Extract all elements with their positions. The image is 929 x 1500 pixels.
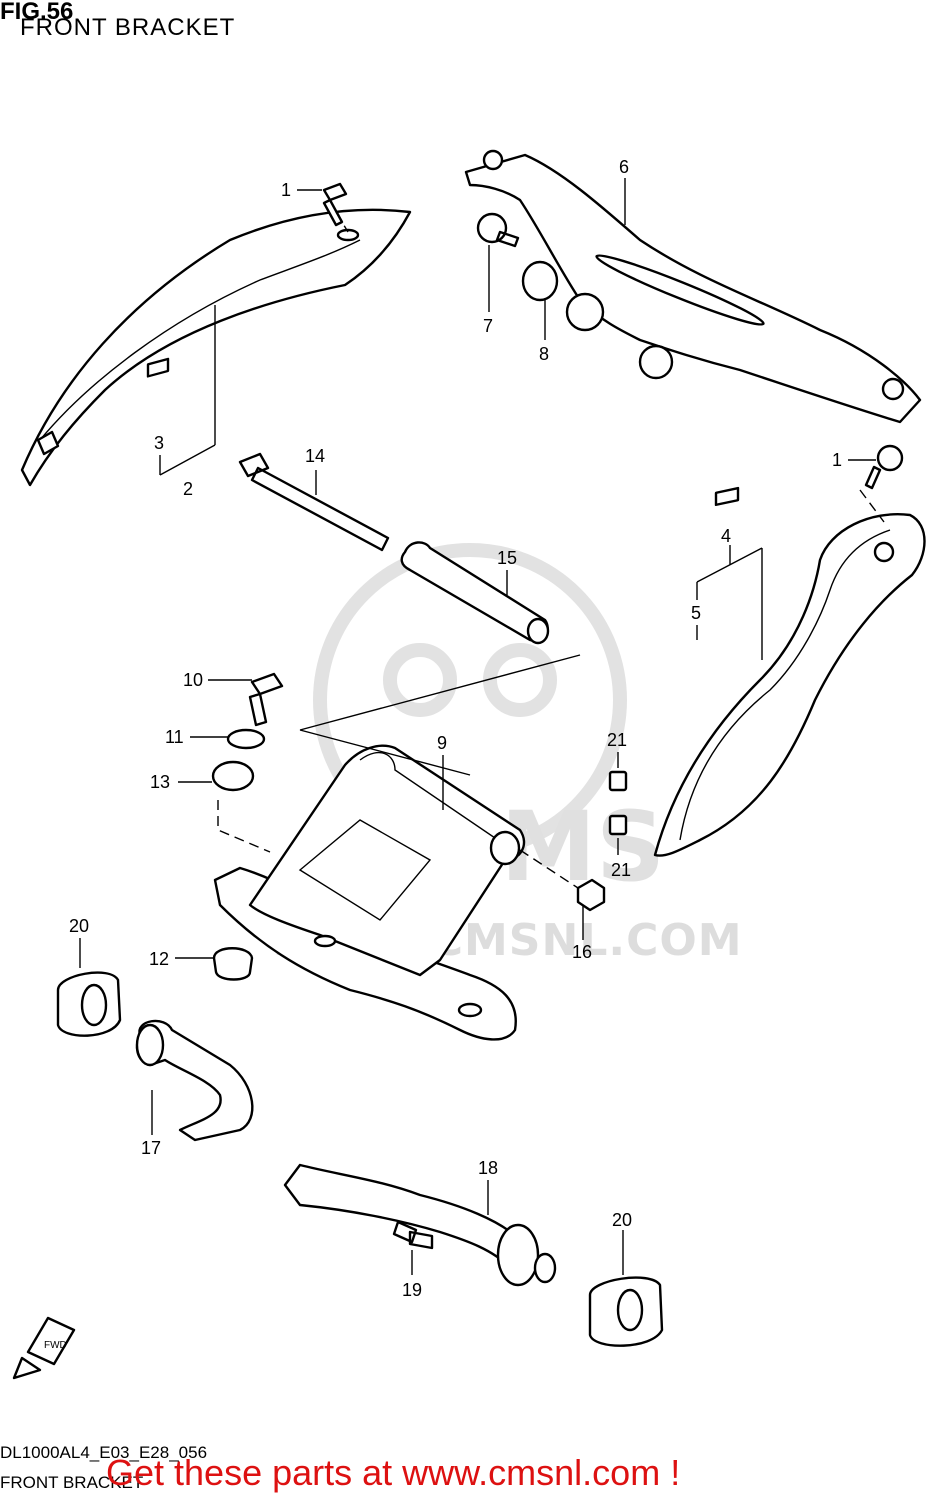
callout-14: 14 — [305, 446, 325, 466]
part-6-top-nut — [482, 149, 504, 171]
part-4-mount-hole — [873, 541, 895, 563]
part-6-end-hole — [881, 377, 905, 401]
callout-1-right: 1 — [832, 450, 842, 470]
part-12-collar — [212, 947, 254, 981]
part-11-washer — [226, 728, 266, 750]
part-14-long-bolt — [238, 452, 390, 552]
callout-7: 7 — [483, 316, 493, 336]
part-9-cross-tube — [359, 751, 521, 856]
callout-17: 17 — [141, 1138, 161, 1158]
part-15-collar-end — [526, 617, 550, 645]
part-4-right-cover — [653, 513, 926, 857]
part-18-flange — [496, 1223, 540, 1287]
callout-3: 3 — [154, 433, 164, 453]
callout-12: 12 — [149, 949, 169, 969]
part-9-tube-end — [489, 830, 521, 866]
part-2-mount-hole — [336, 228, 360, 242]
diagram-code: DL1000AL4_E03_E28_056 — [0, 1443, 208, 1462]
fig-label: FIG.56 — [0, 0, 74, 25]
diagram-title: FRONT BRACKET — [20, 14, 236, 41]
part-9-rib — [298, 819, 432, 921]
part-18-boss — [533, 1252, 557, 1284]
promo-link[interactable]: Get these parts at www.cmsnl.com ! — [106, 1452, 681, 1493]
part-8-grommet — [521, 260, 559, 302]
callout-9: 9 — [437, 733, 447, 753]
callout-11: 11 — [165, 727, 184, 747]
callout-8: 8 — [539, 344, 549, 364]
part-1-screw-right — [864, 444, 904, 490]
part-5-label — [714, 486, 740, 507]
part-20-damper-right-end — [616, 1288, 644, 1332]
fwd-arrow: FWD — [12, 1316, 76, 1380]
callout-6: 6 — [619, 157, 629, 177]
svg-text:FWD: FWD — [44, 1340, 67, 1351]
part-19-bolt — [392, 1220, 434, 1250]
part-21-clip-lower — [608, 814, 628, 836]
part-20-damper-left-end — [80, 983, 108, 1027]
part-13-grommet — [211, 760, 255, 792]
part-6-slot — [595, 254, 765, 326]
part-6-ear-hole-1 — [565, 292, 605, 332]
part-18-lower-right-stay — [283, 1163, 532, 1272]
part-16-nut — [576, 878, 606, 912]
callout-1-top: 1 — [281, 180, 291, 200]
part-2-inner-edge — [39, 239, 361, 441]
callout-19: 19 — [402, 1280, 422, 1300]
callout-10: 10 — [183, 670, 203, 690]
part-17-flange — [135, 1023, 165, 1067]
part-7-bolt — [476, 212, 520, 248]
callout-13: 13 — [150, 772, 170, 792]
callout-16: 16 — [572, 942, 592, 962]
dashed-guide-lines — [217, 211, 885, 889]
part-3-label — [146, 357, 170, 378]
part-21-clip-upper — [608, 770, 628, 792]
leader-lines — [79, 178, 876, 1275]
footer-title: FRONT BRACKET — [0, 1473, 144, 1492]
callout-2: 2 — [183, 479, 193, 499]
callout-21-upper: 21 — [607, 730, 627, 750]
part-6-ear-hole-2 — [638, 344, 674, 380]
part-2-tab — [36, 430, 60, 456]
part-2-left-cover — [20, 208, 412, 487]
callout-20-left: 20 — [69, 916, 89, 936]
callout-15: 15 — [497, 548, 517, 568]
callout-18: 18 — [478, 1158, 498, 1178]
part-10-bolt — [248, 672, 284, 727]
callout-20-right: 20 — [612, 1210, 632, 1230]
part-4-inner-edge — [679, 529, 891, 841]
part-9-lower-hole — [457, 1002, 483, 1018]
callout-labels: 1 2 3 4 5 6 7 8 9 10 11 12 13 14 15 16 1… — [69, 157, 842, 1300]
callout-21-lower: 21 — [611, 860, 631, 880]
callout-5: 5 — [691, 603, 701, 623]
part-9-base-hole — [313, 934, 337, 948]
callout-4: 4 — [721, 526, 731, 546]
